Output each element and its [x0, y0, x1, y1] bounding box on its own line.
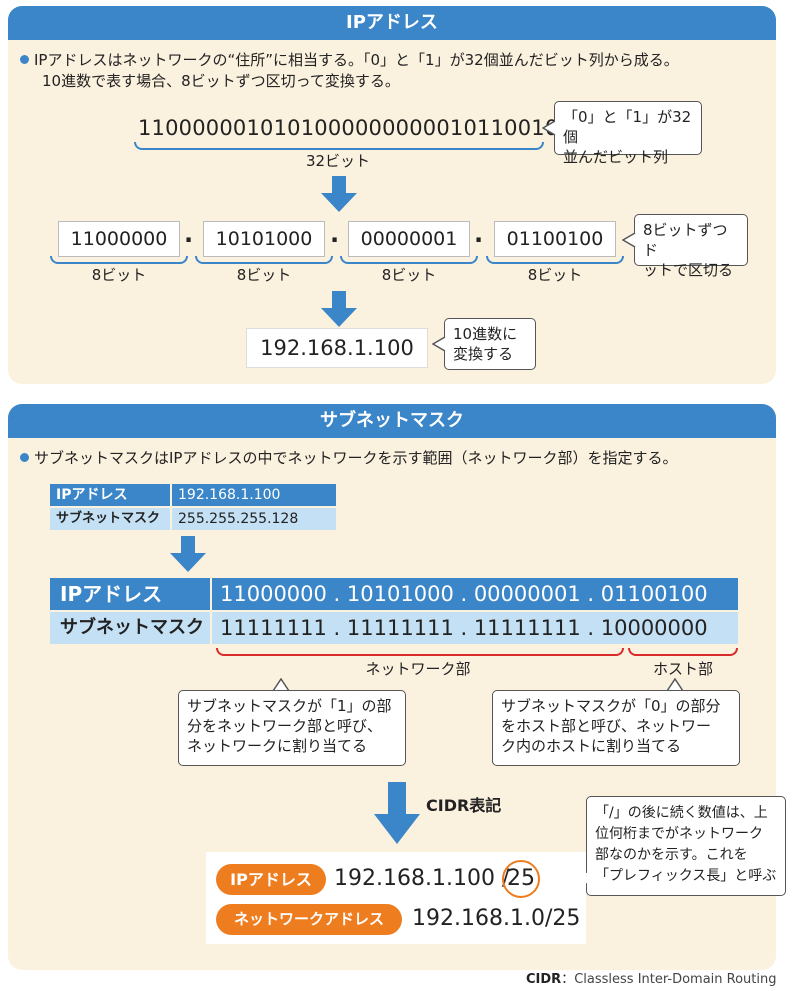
callout-decimal-pointer: [432, 336, 446, 352]
bullet-icon: [20, 453, 29, 462]
big-ip-bits: 11000000 . 10101000 . 00000001 . 0110010…: [212, 578, 738, 610]
down-arrow-icon: [321, 291, 357, 327]
octet-box-3: 00000001: [348, 221, 470, 257]
octet-box-1: 11000000: [58, 221, 180, 257]
callout-network-pointer: [272, 678, 290, 692]
octet-brace: [340, 256, 478, 264]
bitstring: 11000000101010000000000101100100: [138, 116, 572, 140]
callout-host-line3: ク内のホストに割り当てる: [501, 737, 682, 755]
small-mask-label: サブネットマスク: [50, 508, 170, 530]
callout-host-pointer: [666, 678, 684, 692]
octet-brace: [195, 256, 333, 264]
dot-separator: ·: [184, 226, 194, 254]
callout-host-line2: をホスト部と呼び、ネットワー: [501, 717, 712, 735]
bitstring-brace: [134, 142, 544, 150]
callout-network-line3: ネットワークに割り当てる: [187, 737, 368, 755]
big-mask-label: サブネットマスク: [50, 612, 210, 644]
subnet-bullet: サブネットマスクはIPアドレスの中でネットワークを示す範囲（ネットワーク部）を指…: [20, 448, 770, 469]
bullet-icon: [20, 55, 29, 64]
ip-address-panel: IPアドレス IPアドレスはネットワークの“住所”に相当する。「0」と「1」が3…: [8, 6, 776, 384]
down-arrow-icon: [170, 536, 206, 572]
small-ip-value: 192.168.1.100: [172, 484, 336, 506]
footnote: CIDR：Classless Inter-Domain Routing: [526, 971, 776, 989]
subnet-bullet-text: サブネットマスクはIPアドレスの中でネットワークを示す範囲（ネットワーク部）を指…: [34, 449, 678, 467]
callout-split: 8ビットずつド ットで区切る: [634, 214, 748, 279]
callout-network-line2: 分をネットワーク部と呼び、: [187, 717, 383, 735]
bitstring-label: 32ビット: [305, 152, 371, 170]
callout-host: サブネットマスクが「0」の部分 をホスト部と呼び、ネットワー ク内のホストに割り…: [492, 690, 740, 766]
cidr-network-pill: ネットワークアドレス: [216, 904, 402, 935]
cidr-network-value: 192.168.1.0/25: [412, 906, 581, 931]
octet-brace: [486, 256, 624, 264]
cidr-ip-pill: IPアドレス: [216, 864, 326, 895]
decimal-box: 192.168.1.100: [246, 328, 428, 368]
octet-label: 8ビット: [91, 266, 147, 284]
octet-box-2: 10101000: [203, 221, 325, 257]
callout-prefix-line2: 位何桁までがネットワーク: [595, 826, 763, 842]
footnote-text: Classless Inter-Domain Routing: [574, 972, 777, 987]
callout-bits-line1: 「0」と「1」が32個: [563, 108, 692, 146]
callout-network: サブネットマスクが「1」の部 分をネットワーク部と呼び、 ネットワークに割り当て…: [178, 690, 406, 766]
octet-box-4: 01100100: [494, 221, 616, 257]
octet-label: 8ビット: [527, 266, 583, 284]
cidr-notation-label: CIDR表記: [426, 796, 502, 815]
callout-prefix-line4: 「プレフィックス長」と呼ぶ: [595, 868, 777, 884]
cidr-down-arrow-icon: [374, 782, 420, 844]
callout-host-line1: サブネットマスクが「0」の部分: [501, 697, 721, 715]
ip-bullet-line2: 10進数で表す場合、8ビットずつ区切って変換する。: [42, 72, 400, 90]
octet-brace: [50, 256, 188, 264]
dot-separator: ·: [474, 226, 484, 254]
callout-prefix: 「/」の後に続く数値は、上 位何桁までがネットワーク 部なのかを示す。これを 「…: [586, 796, 786, 896]
big-mask-bits: 11111111 . 11111111 . 11111111 . 1000000…: [212, 612, 738, 644]
big-ip-label: IPアドレス: [50, 578, 210, 610]
dot-separator: ·: [330, 226, 340, 254]
callout-bits-pointer: [542, 120, 556, 136]
callout-split-line1: 8ビットずつド: [643, 221, 728, 259]
callout-network-line1: サブネットマスクが「1」の部: [187, 697, 392, 715]
callout-prefix-line1: 「/」の後に続く数値は、上: [595, 805, 768, 821]
ip-bullet: IPアドレスはネットワークの“住所”に相当する。「0」と「1」が32個並んだビッ…: [20, 50, 770, 92]
ip-bullet-line1: IPアドレスはネットワークの“住所”に相当する。「0」と「1」が32個並んだビッ…: [34, 51, 679, 69]
footnote-separator: ：: [561, 972, 575, 987]
callout-decimal: 10進数に 変換する: [444, 318, 536, 370]
cidr-ip-value: 192.168.1.100 /: [334, 866, 510, 891]
ip-address-header: IPアドレス: [8, 6, 776, 40]
cidr-prefix-value: 25: [507, 866, 535, 891]
subnet-mask-header: サブネットマスク: [8, 404, 776, 438]
callout-decimal-line1: 10進数に: [453, 325, 518, 343]
small-ip-label: IPアドレス: [50, 484, 170, 506]
callout-split-pointer: [622, 232, 636, 248]
subnet-mask-panel: サブネットマスク サブネットマスクはIPアドレスの中でネットワークを示す範囲（ネ…: [8, 404, 786, 970]
octet-label: 8ビット: [381, 266, 437, 284]
host-part-label: ホスト部: [652, 660, 713, 678]
callout-bits-line2: 並んだビット列: [563, 148, 669, 166]
host-part-brace: [628, 648, 738, 656]
callout-prefix-line3: 部なのかを示す。これを: [595, 847, 748, 863]
network-part-label: ネットワーク部: [365, 660, 471, 678]
footnote-term: CIDR: [526, 972, 562, 987]
callout-bits: 「0」と「1」が32個 並んだビット列: [554, 101, 702, 166]
down-arrow-icon: [321, 176, 357, 212]
callout-decimal-line2: 変換する: [453, 345, 514, 363]
network-part-brace: [216, 648, 624, 656]
small-mask-value: 255.255.255.128: [172, 508, 336, 530]
cidr-prefix-circle: [502, 860, 540, 898]
octet-label: 8ビット: [236, 266, 292, 284]
callout-split-line2: ットで区切る: [643, 261, 734, 279]
